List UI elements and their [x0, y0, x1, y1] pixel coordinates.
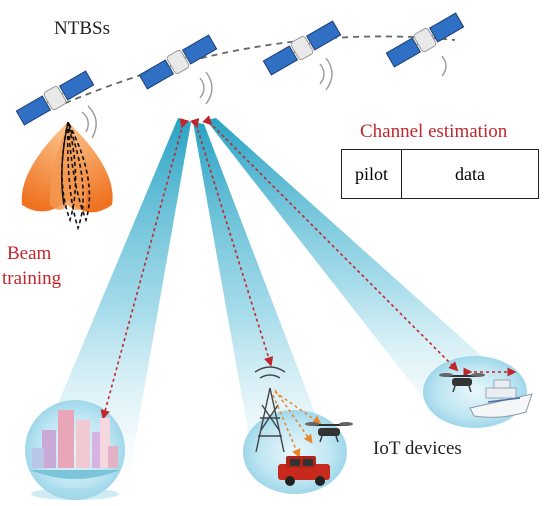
frame-data-cell: data — [401, 149, 539, 199]
satellite-icon — [262, 20, 342, 76]
beam-training-label-line2: training — [2, 268, 62, 289]
link-ship — [202, 115, 459, 372]
ntbs-label: NTBSs — [54, 18, 110, 39]
channel-estimation-label: Channel estimation — [360, 121, 508, 142]
frame-pilot-cell: pilot — [341, 149, 401, 199]
ship-icon — [469, 379, 533, 418]
city-icon — [30, 410, 120, 479]
satellite-icon — [15, 70, 95, 126]
drone-icon — [305, 422, 353, 443]
ground-disc-iot — [243, 410, 347, 494]
beam-training-pattern — [21, 121, 113, 231]
link-tower-car — [272, 394, 301, 459]
orbit-arc — [44, 35, 456, 113]
beam-training-label-line1: Beam — [7, 243, 52, 264]
drone-icon — [439, 373, 485, 393]
satellite-icon — [138, 34, 218, 90]
link-tower-drone2 — [274, 389, 313, 444]
cell-tower-icon — [254, 366, 286, 453]
iot-devices-label: IoT devices — [373, 438, 462, 459]
link-city — [100, 118, 189, 420]
car-icon — [278, 456, 330, 486]
satellite-icon — [385, 12, 465, 68]
signal-waves — [81, 55, 447, 139]
link-tower-drone — [274, 391, 322, 425]
